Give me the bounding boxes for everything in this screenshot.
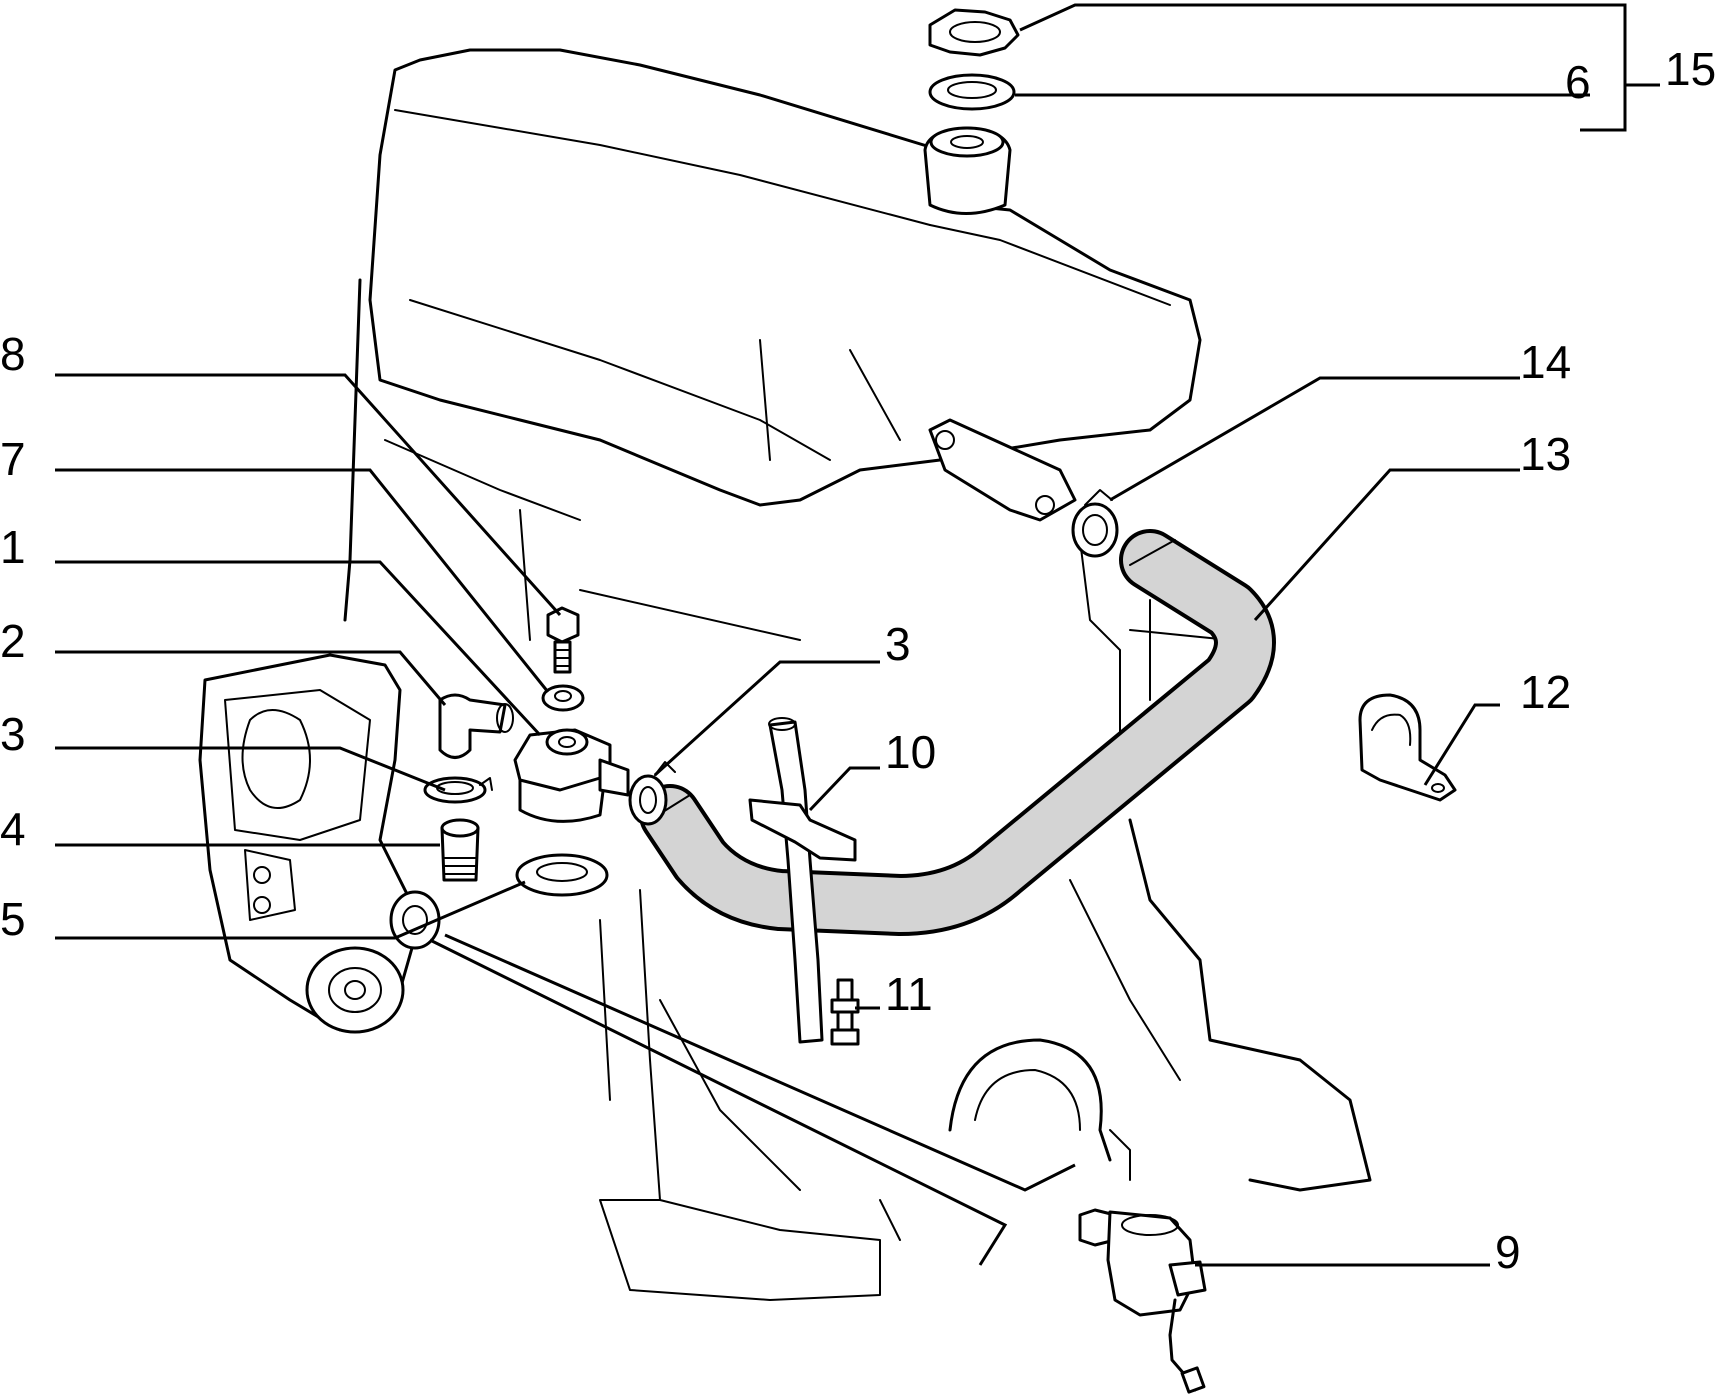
gasket-ring [515, 853, 609, 897]
coolant-hose [639, 529, 1276, 936]
callout-1: 1 [0, 521, 26, 573]
leader-lines [55, 3, 1660, 1267]
bolt [546, 606, 580, 674]
elbow-hose [438, 693, 514, 759]
callout-7: 7 [0, 433, 26, 485]
callout-3-right: 3 [885, 618, 911, 670]
callout-4: 4 [0, 803, 26, 855]
callout-12: 12 [1520, 666, 1571, 718]
stud [830, 978, 860, 1046]
callout-5: 5 [0, 893, 26, 945]
dipstick-tube [748, 717, 857, 1044]
hose-clamp-left [423, 776, 493, 804]
callout-15: 15 [1665, 43, 1716, 95]
callout-9: 9 [1495, 1226, 1521, 1278]
callout-numbers: 15 6 14 13 12 8 7 1 2 3 3 4 5 10 11 9 [0, 43, 1716, 1278]
callout-14: 14 [1520, 336, 1571, 388]
callout-10: 10 [885, 726, 936, 778]
hose-clamp-right [628, 761, 676, 826]
callout-2: 2 [0, 615, 26, 667]
callout-3-left: 3 [0, 708, 26, 760]
nipple-fitting [440, 818, 480, 882]
cap-gasket [928, 73, 1016, 111]
filler-cap [928, 8, 1020, 57]
callout-8: 8 [0, 328, 26, 380]
hose-clamp-14 [1071, 489, 1119, 558]
temperature-sensor [1078, 1208, 1207, 1394]
callout-13: 13 [1520, 428, 1571, 480]
bracket-clip [1358, 693, 1457, 802]
washer [541, 684, 585, 712]
callout-6: 6 [1565, 56, 1591, 108]
thermostat-housing [513, 728, 630, 823]
callout-11: 11 [885, 968, 933, 1020]
